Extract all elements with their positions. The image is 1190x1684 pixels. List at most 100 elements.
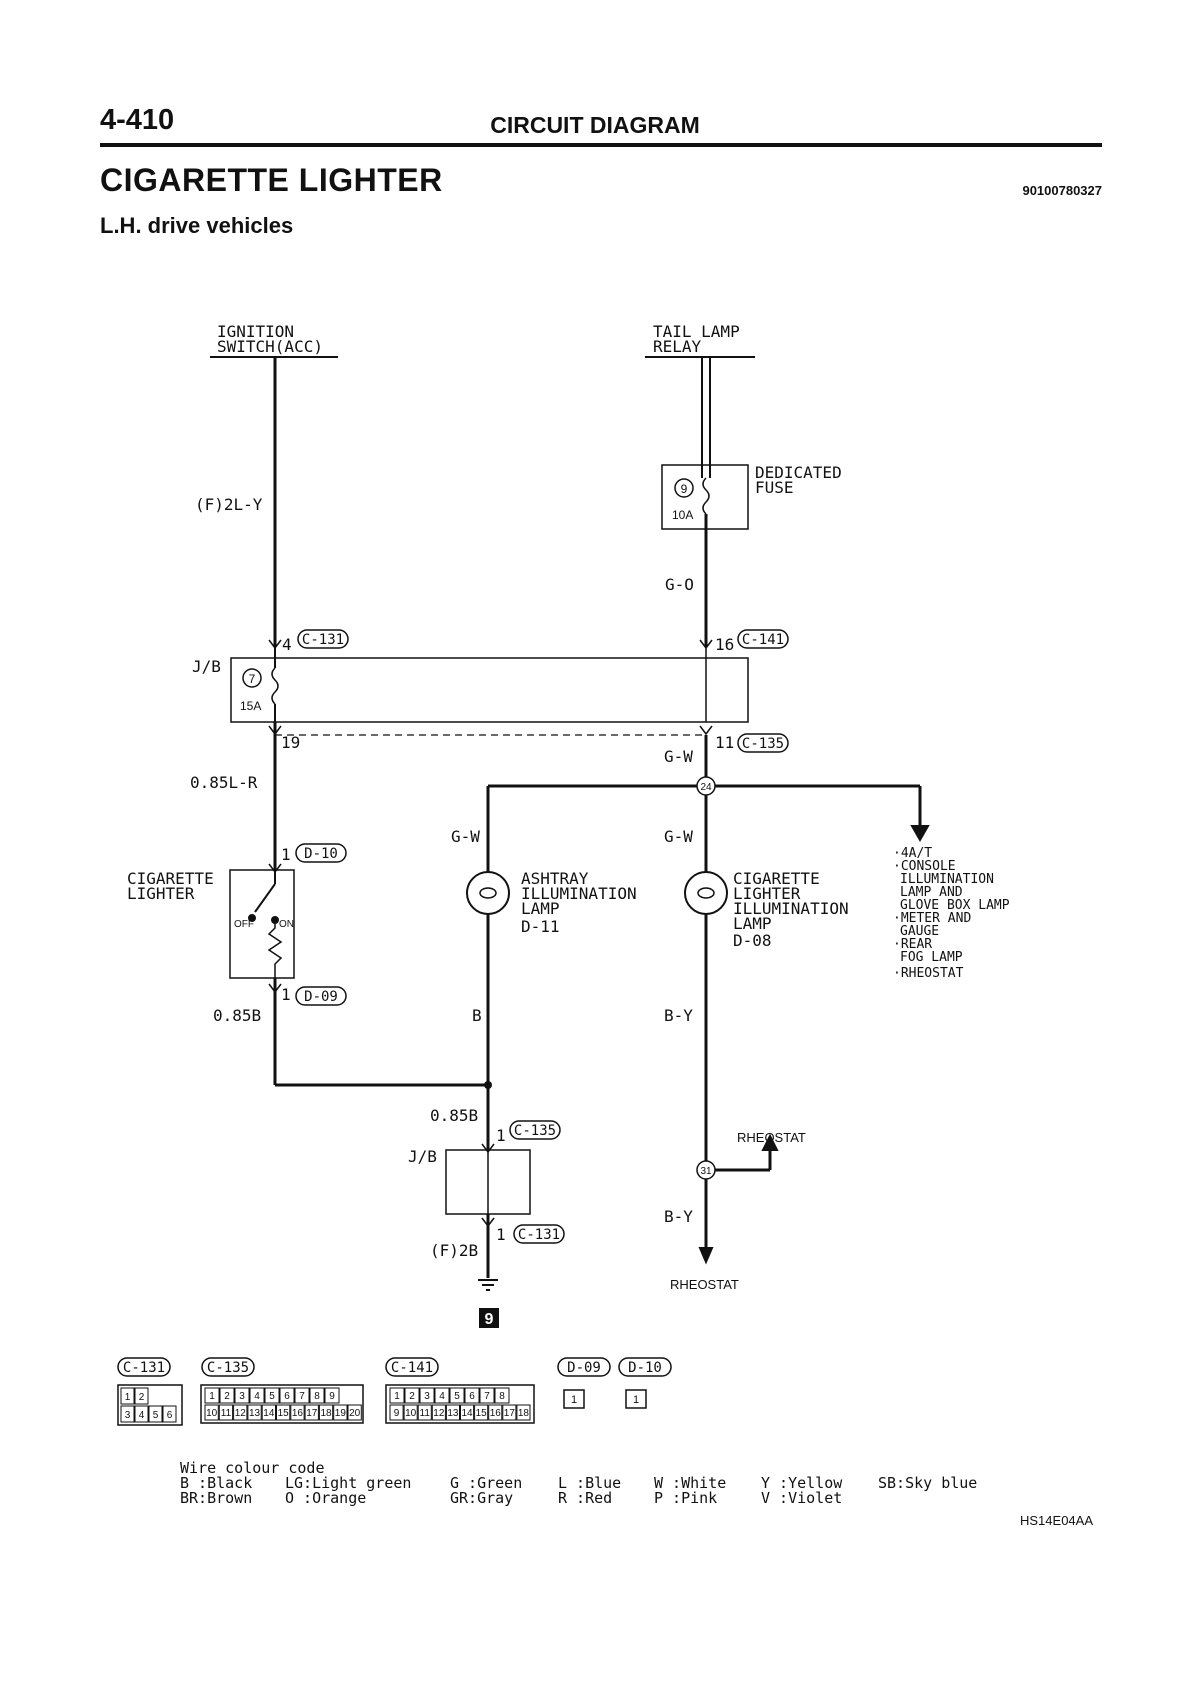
pin-11-label: 11	[715, 733, 734, 752]
wire-085b-label-1: 0.85B	[213, 1006, 261, 1025]
legend-c131: C-131	[123, 1360, 165, 1376]
pin-cell-c135	[204, 1404, 219, 1421]
pin-cell-c135	[249, 1387, 265, 1404]
wire-gw-label-1: G-W	[664, 747, 693, 766]
pin-cell-c141	[502, 1404, 517, 1421]
pin-cell-c141	[445, 1404, 460, 1421]
jb-fuse-element	[271, 667, 279, 705]
junction-24-circle	[696, 776, 716, 796]
diag-c141: C-141	[742, 632, 784, 648]
fuse9-rating: 10A	[672, 508, 693, 522]
pin-cell-c135	[333, 1404, 348, 1421]
pin-number-c135: 17	[306, 1408, 318, 1419]
pin-arrow-c135-bot	[481, 1143, 495, 1154]
wire-code-br: BR:Brown	[180, 1489, 252, 1507]
note-3: ILLUMINATION	[900, 872, 994, 887]
note-9: FOG LAMP	[900, 950, 963, 965]
note-4: LAMP AND	[900, 885, 963, 900]
pin-cell-c135	[219, 1387, 235, 1404]
dedicated-fuse-element	[702, 477, 710, 515]
pin-number-c135: 13	[249, 1408, 261, 1419]
pin-number-c135: 8	[314, 1391, 320, 1402]
wire-gw-label-3: G-W	[664, 827, 693, 846]
pin-cell-c135	[294, 1387, 310, 1404]
pin-number-c141: 4	[439, 1391, 445, 1402]
pin-1-d10-label: 1	[281, 845, 291, 864]
pill-c131	[297, 629, 349, 649]
page-subtitle: L.H. drive vehicles	[100, 213, 294, 238]
pin-number-c131: 5	[153, 1410, 159, 1421]
pin-cell-c141	[494, 1387, 510, 1404]
pin-19-label: 19	[281, 733, 300, 752]
pill-d09	[295, 986, 347, 1006]
wire-f2b-label: (F)2B	[430, 1241, 478, 1260]
pin-number-c131: 6	[167, 1410, 173, 1421]
junction-block-upper	[230, 657, 749, 723]
connector-legend-pills	[117, 1357, 672, 1377]
face-c141	[385, 1384, 535, 1424]
note-10: ·RHEOSTAT	[893, 966, 964, 981]
pin-1-d09-label: 1	[281, 985, 291, 1004]
pin-number-c141: 14	[461, 1408, 473, 1419]
pin-cell-c141	[474, 1404, 489, 1421]
legend-pill-c135	[201, 1357, 255, 1377]
label-fuse-1: DEDICATED	[755, 463, 842, 482]
splice-dot	[484, 1081, 492, 1089]
ashtray-lamp-symbol	[466, 871, 510, 915]
legend-pill-c131	[117, 1357, 171, 1377]
switch-off-dot	[248, 914, 256, 922]
cigill-label-3: ILLUMINATION	[733, 899, 849, 918]
legend-d09: D-09	[567, 1360, 601, 1376]
pin-number-c141: 17	[504, 1408, 516, 1419]
pin-number-c135: 3	[239, 1391, 245, 1402]
pin-cell-c141	[417, 1404, 432, 1421]
wire-code-b: B :Black	[180, 1474, 252, 1492]
pin-number-c141: 15	[476, 1408, 488, 1419]
diag-d09: D-09	[304, 989, 338, 1005]
switch-off-label: OFF	[234, 919, 254, 930]
face-d09	[563, 1389, 585, 1409]
pill-c135-bot	[509, 1120, 561, 1140]
pin-number-c141: 9	[394, 1408, 400, 1419]
face-c131	[117, 1384, 183, 1426]
pin-number-c141: 1	[394, 1391, 400, 1402]
pin-cell-c141	[431, 1404, 446, 1421]
wire-code-o: O :Orange	[285, 1489, 366, 1507]
pin-cell-c131	[120, 1405, 135, 1423]
fuse7-no: 7	[249, 672, 256, 686]
label-ign-1: IGNITION	[217, 322, 294, 341]
pin-cell-c141	[434, 1387, 450, 1404]
pin-cell-c135	[233, 1404, 248, 1421]
pin-number-c131: 1	[125, 1392, 131, 1403]
legend-pill-d10	[618, 1357, 672, 1377]
ashtray-lamp-filament	[479, 887, 497, 899]
ashtray-label-4: D-11	[521, 917, 560, 936]
pin-number-c131: 2	[139, 1392, 145, 1403]
face-d10-pin: 1	[633, 1394, 639, 1406]
note-8: ·REAR	[893, 937, 932, 952]
pin-cell-c131	[134, 1387, 149, 1405]
pin-cell-c135	[204, 1387, 220, 1404]
pin-number-c135: 7	[299, 1391, 305, 1402]
diag-c135-bot: C-135	[514, 1123, 556, 1139]
connector-faces	[117, 1384, 647, 1426]
label-ign-2: SWITCH(ACC)	[217, 337, 323, 356]
pill-c131-bot	[513, 1224, 565, 1244]
rheostat-label-2: RHEOSTAT	[670, 1277, 739, 1292]
pin-cell-c135	[261, 1404, 277, 1421]
pin-cell-c141	[516, 1404, 531, 1421]
cigill-label-1: CIGARETTE	[733, 869, 820, 888]
label-fuse-2: FUSE	[755, 478, 794, 497]
rheostat-label-1: RHEOSTAT	[737, 1130, 806, 1145]
wire-code-y: Y :Yellow	[761, 1474, 843, 1492]
note-5: GLOVE BOX LAMP	[900, 898, 1010, 913]
pin-number-c141: 2	[409, 1391, 415, 1402]
document-number: 90100780327	[1022, 183, 1102, 198]
page-title: CIGARETTE LIGHTER	[100, 162, 443, 198]
diag-c131: C-131	[302, 632, 344, 648]
pin-number-c135: 11	[221, 1408, 232, 1419]
lighter-heater-element	[267, 920, 283, 978]
wire-by-label-2: B-Y	[664, 1207, 693, 1226]
wire-code-w: W :White	[654, 1474, 726, 1492]
